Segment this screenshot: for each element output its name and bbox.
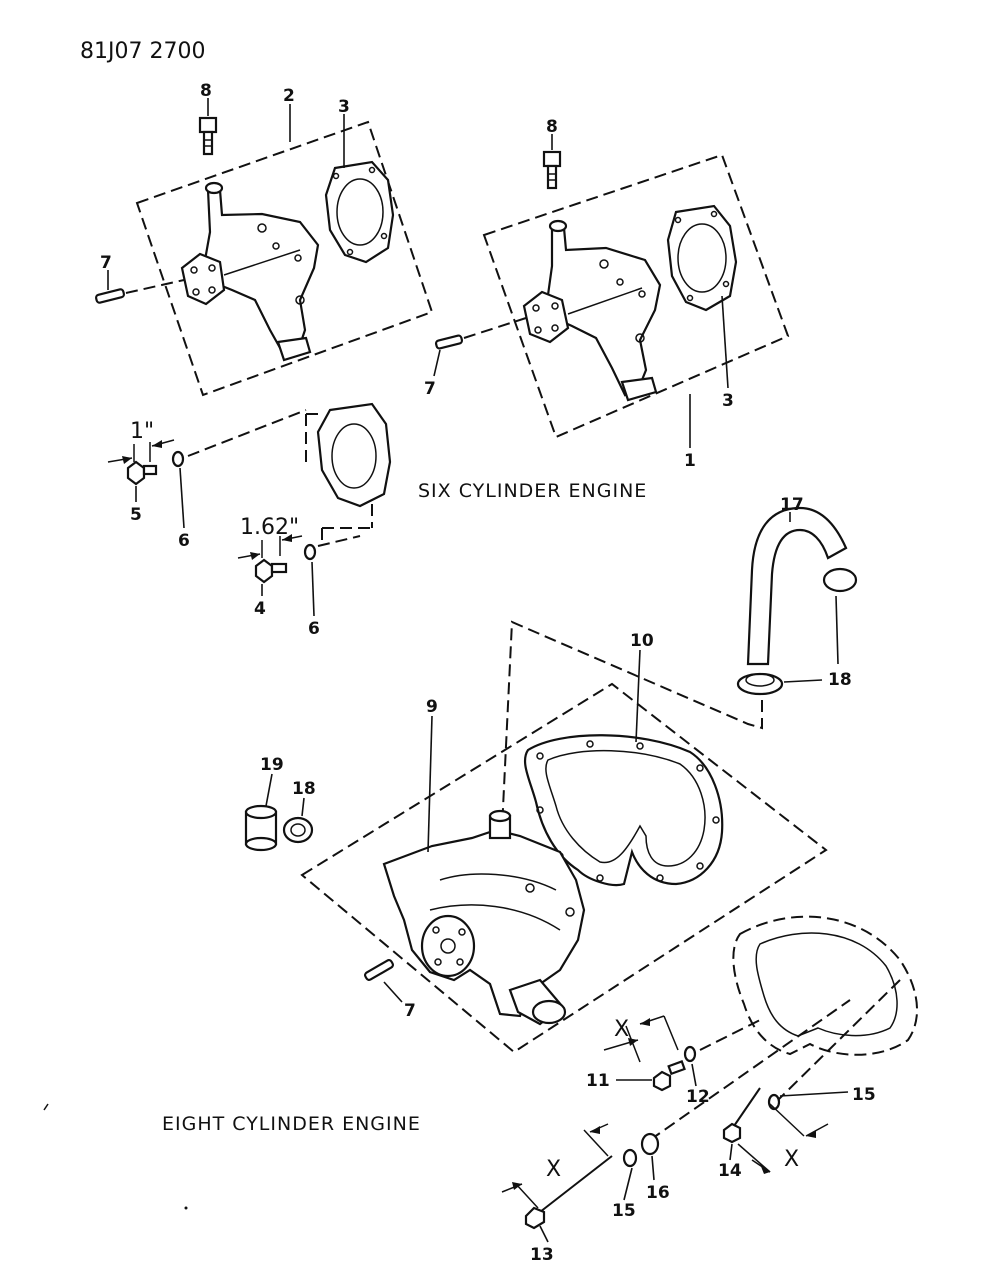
bolt-5 (126, 460, 158, 486)
callout-15-lower: 15 (612, 1201, 636, 1221)
hose-17 (746, 506, 848, 666)
callout-11: 11 (586, 1071, 610, 1091)
callout-6-lower: 6 (308, 619, 320, 639)
callout-18-sleeve: 18 (292, 779, 316, 799)
pump-9-hub (420, 914, 476, 978)
clamp-18-upper (822, 567, 858, 593)
eight-cyl-pump-assembly (244, 649, 828, 1054)
callout-5: 5 (130, 505, 142, 525)
bolt-8-left (198, 116, 218, 156)
callout-16: 16 (646, 1183, 670, 1203)
eight-cyl-fastener-detail (501, 915, 918, 1243)
callout-13: 13 (530, 1245, 554, 1265)
dowel-7-right (434, 334, 464, 350)
callout-7-eight: 7 (404, 1001, 416, 1021)
washer-12 (683, 1045, 697, 1063)
caption-six-cylinder: SIX CYLINDER ENGINE (418, 480, 647, 502)
callout-3-right: 3 (722, 391, 734, 411)
bolt-14 (722, 1087, 761, 1144)
callout-17: 17 (780, 495, 804, 515)
bolt-8-right (542, 150, 562, 190)
callout-10: 10 (630, 631, 654, 651)
gasket-detail-eight (732, 915, 918, 1056)
stud-13 (524, 1155, 613, 1230)
reference-code: 81J07 2700 (80, 39, 205, 64)
assembly-1-dashed-frame (482, 153, 790, 439)
dowel-7-left (94, 288, 126, 304)
clamp-18-lower (736, 672, 784, 696)
pump-1-inlet (620, 376, 658, 402)
pump-2-outlet-nipple (204, 181, 224, 195)
washer-16 (640, 1132, 660, 1156)
bolt-4 (254, 558, 288, 584)
pump-1-outlet-nipple (548, 219, 568, 233)
caption-eight-cylinder: EIGHT CYLINDER ENGINE (162, 1113, 421, 1135)
washer-6-lower (303, 543, 317, 561)
callout-3-left: 3 (338, 97, 350, 117)
callout-18-hose: 18 (828, 670, 852, 690)
dim-bolt-11: X (614, 1017, 629, 1042)
gasket-detail (316, 402, 392, 508)
callout-12: 12 (686, 1087, 710, 1107)
pump-1-hub-flange (522, 290, 570, 344)
callout-8-right: 8 (546, 117, 558, 137)
six-cyl-pump-assembly-right (433, 134, 790, 448)
sleeve-19 (244, 804, 278, 852)
callout-7-left: 7 (100, 253, 112, 273)
gasket-10 (523, 734, 724, 887)
callout-14: 14 (718, 1161, 742, 1181)
callout-15-upper: 15 (852, 1085, 876, 1105)
callout-8-left: 8 (200, 81, 212, 101)
bolt-11 (652, 1060, 686, 1092)
six-cyl-pump-assembly-left (94, 98, 434, 397)
water-pump-9 (382, 828, 586, 1018)
dim-bolt-4: 1.62" (240, 515, 299, 540)
assembly-9-dashed-frame (300, 682, 828, 1054)
stray-mark (184, 1206, 188, 1210)
dim-stud-13: X (546, 1157, 561, 1182)
dowel-7-eight (364, 959, 394, 981)
six-cyl-fastener-detail (107, 402, 392, 617)
callout-1: 1 (684, 451, 696, 471)
callout-7-right: 7 (424, 379, 436, 399)
callout-4: 4 (254, 599, 266, 619)
pump-2-inlet (276, 336, 312, 362)
clamp-18-lower-left (282, 816, 314, 844)
callout-2: 2 (283, 86, 295, 106)
gasket-3-right (666, 204, 738, 312)
washer-15-lower (622, 1148, 638, 1168)
dim-bolt-14: X (784, 1147, 799, 1172)
stray-tick (43, 1103, 49, 1111)
callout-19: 19 (260, 755, 284, 775)
gasket-3-left (324, 160, 395, 264)
callout-9: 9 (426, 697, 438, 717)
pump-2-hub-flange (180, 252, 226, 306)
callout-6-upper: 6 (178, 531, 190, 551)
assembly-2-dashed-frame (135, 120, 434, 397)
bypass-hose-assembly (499, 506, 858, 871)
dim-bolt-5: 1" (130, 419, 154, 444)
washer-6-upper (171, 450, 185, 468)
